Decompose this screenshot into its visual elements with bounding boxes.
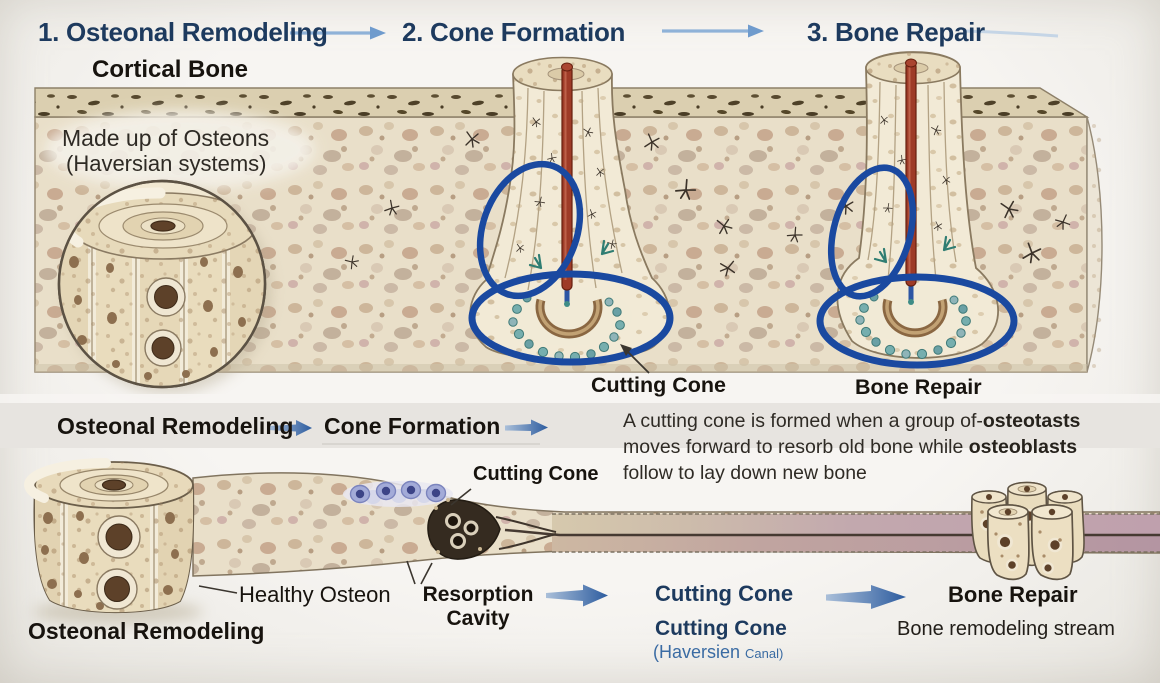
description-osteoblasts: osteoblasts [968,436,1078,458]
bottom-arrow-1 [546,584,608,607]
osteoblast-blue-cells [349,480,447,504]
osteon-lamellae-lines [867,81,957,281]
band-arrow-1 [268,420,312,436]
healthy-osteon-label: Healthy Osteon [239,582,391,607]
cutting-cone-step-label: Cutting Cone [655,581,794,606]
haversian-main: (Haversien [653,642,741,662]
step2-heading: 2. Cone Formation [402,17,626,47]
cluster-cylinder [1030,504,1074,581]
cluster-cylinder [986,504,1030,581]
cutting-cone-description: A cutting cone is formed when a group of… [623,408,1103,486]
header-trailing-line [962,29,1059,38]
osteon-inset-circle [57,179,271,394]
cortical-bone-label: Cortical Bone [92,56,249,83]
healthy-osteon-cylinder [24,458,203,624]
stream-center-line [504,528,1160,537]
step1-heading: 1. Osteonal Remodeling [38,17,328,47]
band-arrow-2 [505,419,548,436]
osteoblast-sprigs [528,239,615,270]
osteoblast-sprigs [873,235,957,264]
cutting-cone-label-top: Cutting Cone [591,373,726,397]
header-arrow-2 [662,24,764,38]
haversian-canal-center [150,220,176,232]
resorption-cavity [427,498,501,560]
cluster-speckles [980,510,1062,558]
volkmann-canal [104,576,130,602]
cutting-cone-pointer [620,344,650,374]
volkmann-canal [151,336,175,360]
cutting-cone-sub-label: Cutting Cone [655,617,787,640]
volkmann-canal [154,285,178,309]
volkmann-canal [105,523,133,551]
step3-heading: 3. Bone Repair [807,17,985,47]
osteons-caption-line2: (Haversian systems) [66,151,267,176]
haversian-canal-center [101,479,127,491]
description-line2: moves forward to resorb old bone while [623,436,969,458]
bone-repair-step-label: Bone Repair [948,582,1078,607]
description-line3: follow to lay down new bone [623,462,867,484]
resorption-cavity-label: Resorption Cavity [408,583,548,631]
resorption-line2: Cavity [446,607,510,630]
bone-remodeling-stream-label: Bone remodeling stream [897,618,1115,640]
bone-repair-cone-illustration [816,51,1018,369]
middle-band-strip [0,394,1160,448]
cutting-cone-pointer-label: Cutting Cone [473,463,599,485]
header-arrow-1 [290,26,386,40]
resorption-line1: Resorption [422,583,534,606]
repaired-osteon-cluster [970,481,1085,581]
osteonal-remodeling-label: Osteonal Remodeling [28,618,265,644]
bottom-arrow-2 [826,585,906,609]
blue-highlight-ellipse-base [468,270,674,366]
haversian-canal-label: (Haversien Canal) [653,642,784,662]
bone-repair-label-top: Bone Repair [855,375,982,399]
osteons-caption-line1: Made up of Osteons [62,125,270,151]
blue-highlight-ellipse-tilted [476,160,584,300]
blue-highlight-ellipse-tilted [827,164,917,300]
description-line1: A cutting cone is formed when a group of… [623,410,983,432]
bone-pores [41,511,179,610]
text-highlight-patch [45,110,315,190]
band-step1-label: Osteonal Remodeling [57,413,294,439]
bone-remodeling-stream-illustration [24,458,1160,624]
description-osteoclasts: osteotasts [982,410,1081,432]
cutting-cone-middle-illustration [468,56,674,366]
pointer-lines [198,488,472,594]
blue-highlight-ellipse-base [816,273,1018,369]
band-step2-label: Cone Formation [324,413,501,439]
haversian-small: Canal) [745,646,784,661]
